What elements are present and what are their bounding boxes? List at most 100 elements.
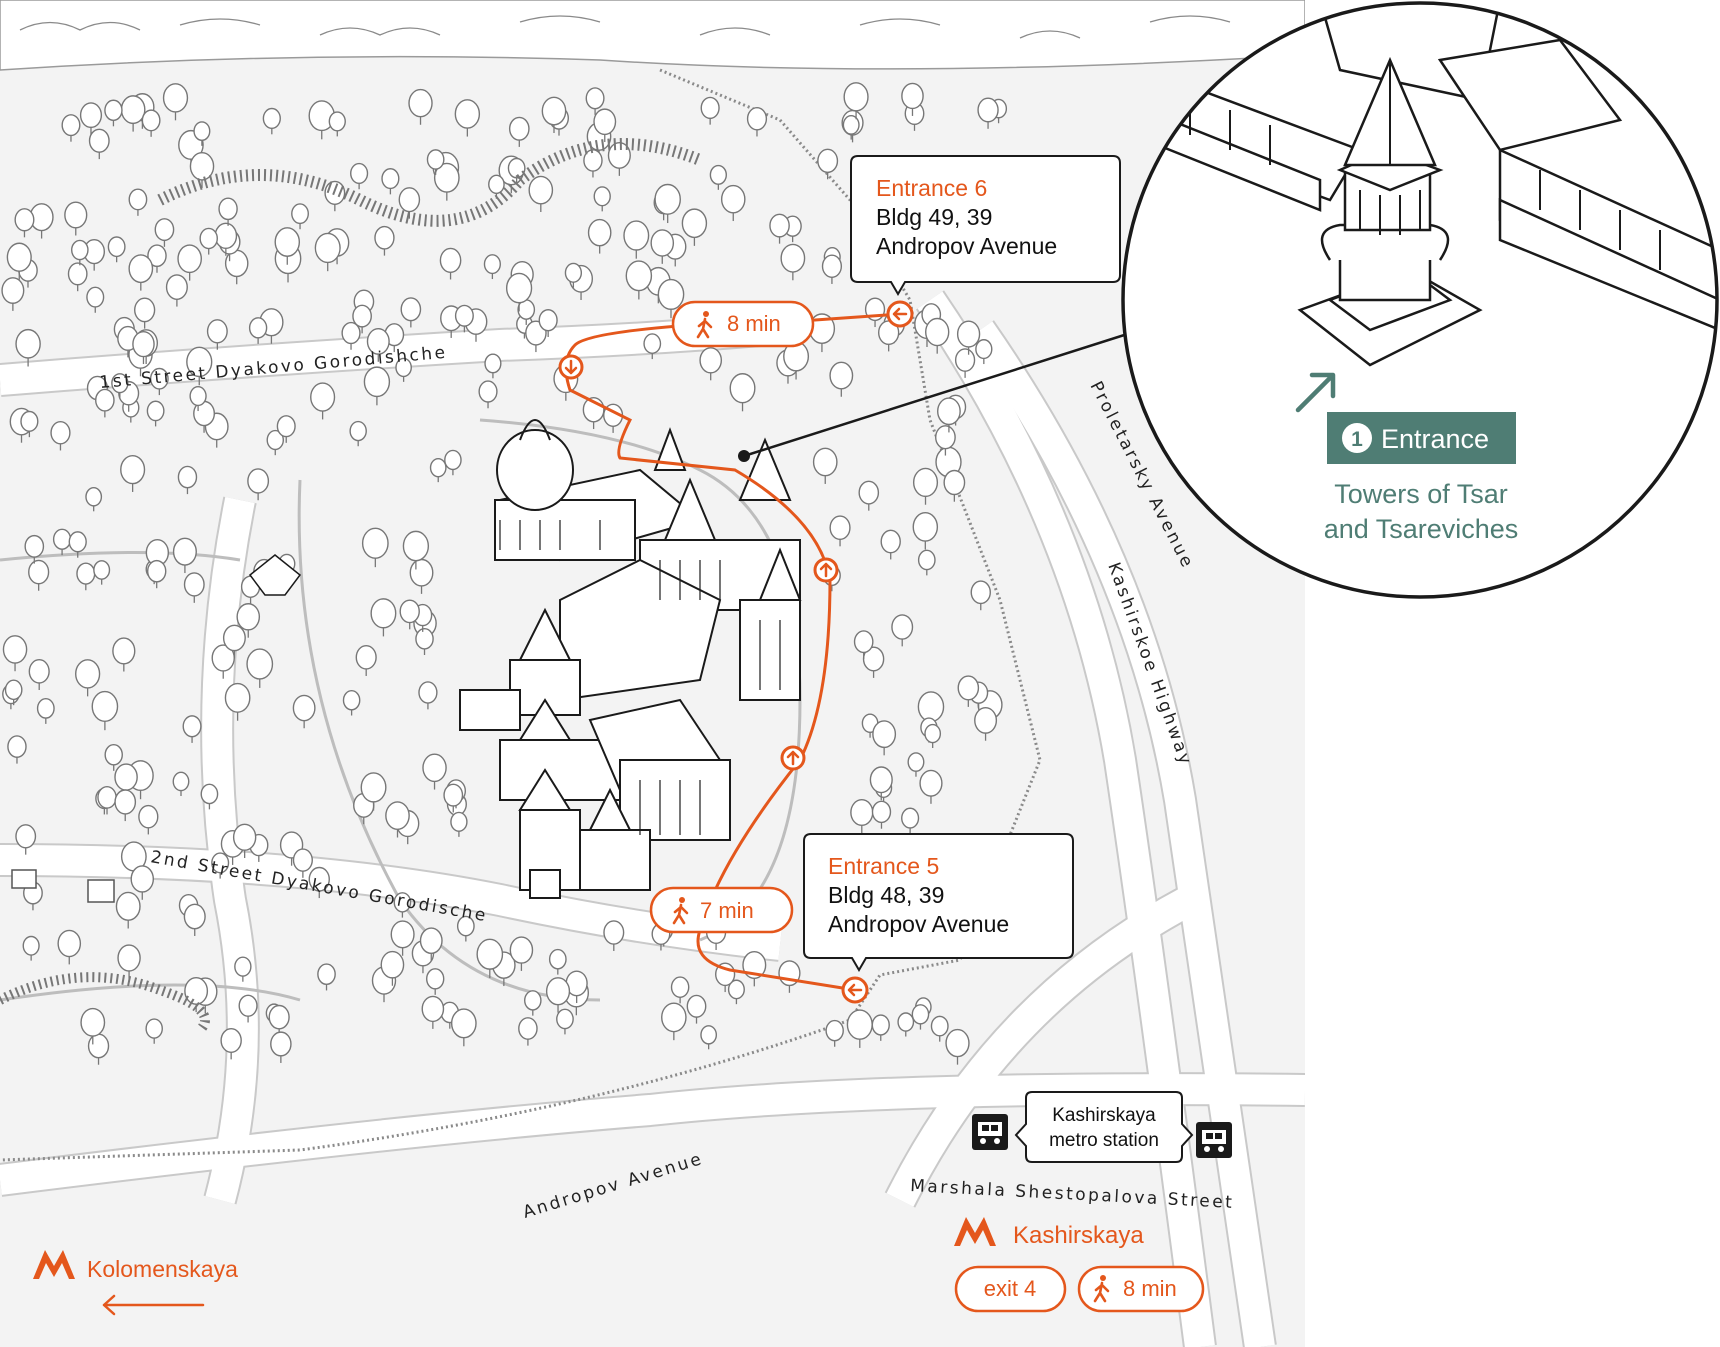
tree-crown [395,357,412,378]
tree-crown [350,162,369,184]
tree-crown [842,115,860,135]
tree-crown [2,635,28,664]
palace-complex [459,419,802,899]
entrance5-address-line2: Andropov Avenue [828,911,1009,937]
tree-crown [402,530,430,562]
tree-crown [769,213,790,238]
tree-crown [177,244,202,274]
tree-crown [564,262,583,283]
tree-crown [700,96,720,120]
tree-crown [361,527,389,559]
tree-crown [67,262,88,286]
tree-crown [450,1008,477,1039]
tree-crown [112,637,136,665]
tree-crown [93,560,111,580]
metro-kolomenskaya-name: Kolomenskaya [87,1256,238,1282]
tree-crown [425,968,445,990]
walk-pill-entrance6: 8 min [671,300,815,348]
tree-crown [1,277,25,304]
tree-crown [587,218,612,247]
tree-crown [843,82,869,112]
callout-entrance6: Entrance 6 Bldg 49, 39 Andropov Avenue [850,155,1121,296]
entrance-badge: 1 Entrance [1327,412,1516,464]
tree-crown [829,361,854,390]
tree-crown [308,866,330,892]
tree-crown [409,558,434,587]
tree-crown [200,783,219,805]
tree-crown [111,373,129,394]
tree-crown [681,208,708,239]
tree-crown [310,382,336,412]
tree-crown [211,852,230,874]
walk-time-entrance5: 7 min [700,898,754,923]
tree-crown [128,188,148,211]
tree-crown [657,278,685,310]
tree-crown [925,317,950,347]
tree-crown [36,698,55,719]
tree-crown [907,752,925,772]
tree-crown [872,720,897,749]
tree-crown [70,239,89,261]
tree-crown [829,515,851,541]
tree-crown [936,397,961,426]
tree-crown [912,512,939,542]
tree-crown [97,786,117,809]
tree-crown [585,87,605,110]
bus-stop-label-line2: metro station [1049,1130,1159,1151]
tree-crown [545,977,571,1006]
bus-icon [972,1114,1008,1150]
tree-crown [184,977,209,1005]
tree-crown [117,944,141,972]
tree-crown [825,1019,844,1042]
tree-crown [518,1017,538,1040]
tree-crown [977,97,999,123]
inset-connector-dot [738,450,750,462]
entrance-badge-label: Entrance [1381,424,1489,454]
tree-crown [154,218,175,242]
tree-crown [746,106,768,131]
tree-crown [232,823,257,851]
park-fence [0,68,1042,1162]
tree-crown [871,1014,890,1036]
tree-crown [79,102,103,129]
tree-crown [107,236,126,258]
tree-crown [64,201,88,229]
tree-crown [593,108,617,136]
tree-crown [162,83,189,113]
tree-crown [220,1027,242,1053]
tree-crown [186,346,213,378]
tree-crown [15,328,41,359]
tree-crown [454,304,474,327]
tree-crown [28,559,50,585]
tree-crown [87,1033,110,1059]
ravine [157,138,703,227]
tree-crown [780,243,806,273]
tree-crown [352,304,372,328]
route-arrow-glyphs [564,307,908,997]
tree-crown [509,936,534,964]
bus-stop-label-line1: Kashirskaya [1052,1105,1156,1126]
tree-crown [24,534,45,558]
tree-crown [443,783,464,807]
tree-crown [86,286,105,308]
tree-crown [919,769,943,797]
tree-crown [146,559,167,583]
tree-crown [450,811,468,832]
tree-crown [141,109,161,132]
tree-crown [871,800,892,824]
tree-crown [177,465,198,489]
tree-crown [120,454,146,485]
tree-crown [541,96,567,126]
tree-crown [419,927,443,955]
tree-crown [974,707,998,734]
tree-crown [901,82,924,110]
tree-crown [276,415,296,438]
tree-crown [957,675,980,701]
tree-crown [22,935,40,956]
tree-crown [314,232,341,264]
tree-crown [528,175,554,205]
bus-icon [1196,1122,1232,1158]
tree-crown [182,715,202,738]
tree-crown [342,689,361,711]
tree-crown [147,244,167,268]
